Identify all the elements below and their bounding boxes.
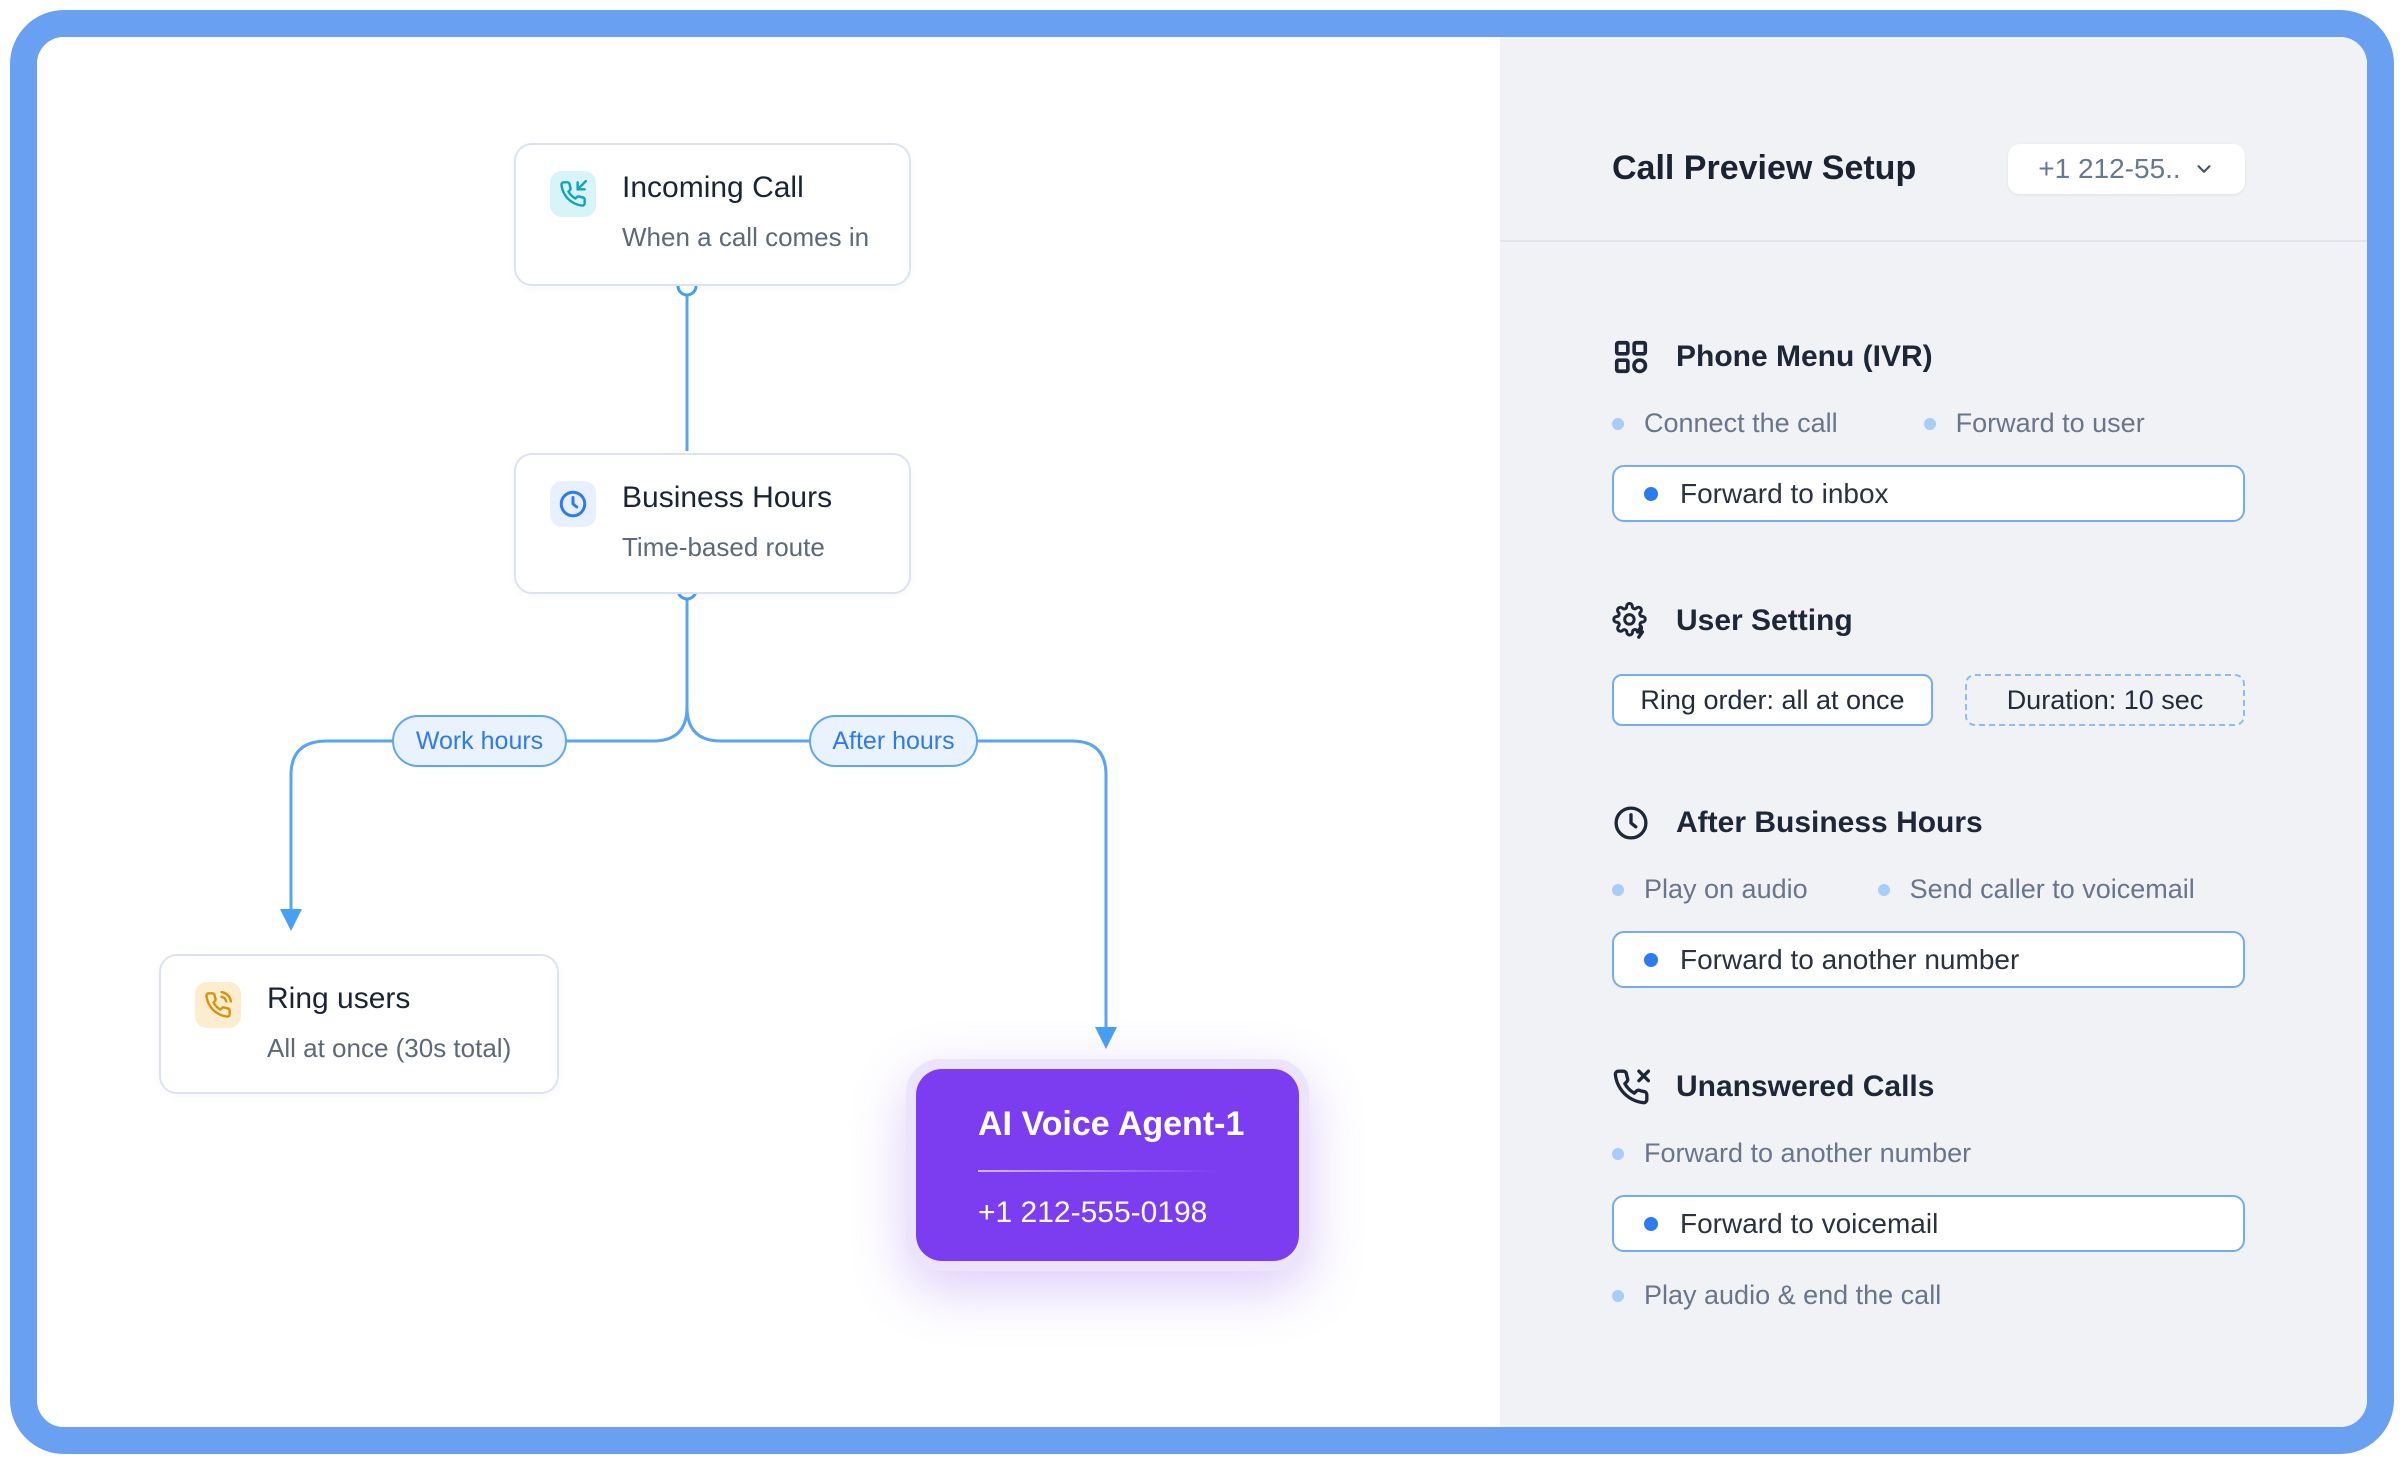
clock-icon <box>1614 806 1648 840</box>
phone-number-dropdown[interactable]: +1 212-55.. <box>2008 143 2245 194</box>
section-user-setting: User Setting Ring order: all at once Dur… <box>1612 602 2245 726</box>
bullet-icon <box>1612 1147 1624 1160</box>
chevron-down-icon <box>2197 164 2211 173</box>
clock-icon <box>550 481 596 527</box>
arrowhead-left-icon <box>280 909 302 931</box>
call-preview-panel: Call Preview Setup +1 212-55.. Phone Men… <box>1500 37 2367 1427</box>
node-subtitle: Time-based route <box>622 531 825 562</box>
section-phone-menu: Phone Menu (IVR) Connect the call Forwar… <box>1612 338 2245 522</box>
section-title-row: After Business Hours <box>1612 804 2245 842</box>
phone-x-icon <box>1613 1069 1650 1105</box>
selected-option-forward-to-inbox[interactable]: Forward to inbox <box>1612 465 2245 522</box>
phone-ring-icon <box>195 982 241 1028</box>
flow-canvas[interactable]: Incoming Call When a call comes in Busin… <box>37 37 1500 1427</box>
chip-duration[interactable]: Duration: 10 sec <box>1965 674 2245 726</box>
branch-label-work-hours: Work hours <box>392 715 567 767</box>
section-title: User Setting <box>1676 604 1853 637</box>
node-ring-users[interactable]: Ring users All at once (30s total) <box>159 954 559 1094</box>
dropdown-value: +1 212-55.. <box>2038 152 2181 184</box>
agent-title: AI Voice Agent-1 <box>978 1105 1245 1143</box>
bullet-icon <box>1612 883 1624 896</box>
node-subtitle: All at once (30s total) <box>267 1032 512 1063</box>
arrowhead-right-icon <box>1095 1027 1117 1049</box>
app-window: Incoming Call When a call comes in Busin… <box>10 10 2394 1454</box>
section-title: Unanswered Calls <box>1676 1070 1935 1103</box>
option-forward-to-user[interactable]: Forward to user <box>1923 408 2145 439</box>
panel-title: Call Preview Setup <box>1612 149 1917 187</box>
node-ai-voice-agent[interactable]: AI Voice Agent-1 +1 212-555-0198 <box>906 1059 1309 1271</box>
node-title: Incoming Call <box>622 171 804 204</box>
gear-bolt-icon <box>1612 602 1647 639</box>
option-play-on-audio[interactable]: Play on audio <box>1612 874 1808 905</box>
selected-bullet-icon <box>1644 486 1658 501</box>
branch-label-after-hours: After hours <box>809 715 978 767</box>
selected-bullet-icon <box>1644 952 1658 967</box>
section-unanswered-calls: Unanswered Calls Forward to another numb… <box>1612 1068 2245 1311</box>
node-business-hours[interactable]: Business Hours Time-based route <box>514 453 911 594</box>
node-title: Ring users <box>267 982 411 1015</box>
section-title-row: User Setting <box>1612 602 2245 640</box>
node-subtitle: When a call comes in <box>622 221 870 252</box>
bullet-icon <box>1612 417 1624 430</box>
agent-divider <box>978 1170 1218 1172</box>
selected-option-forward-to-voicemail[interactable]: Forward to voicemail <box>1612 1195 2245 1252</box>
panel-header: Call Preview Setup +1 212-55.. <box>1500 37 2367 242</box>
option-play-audio-end-call[interactable]: Play audio & end the call <box>1612 1280 2245 1311</box>
grid-icon <box>1614 340 1648 374</box>
option-send-caller-to-voicemail[interactable]: Send caller to voicemail <box>1877 874 2195 905</box>
selected-bullet-icon <box>1644 1216 1658 1231</box>
node-title: Business Hours <box>622 481 833 514</box>
phone-incoming-icon <box>550 171 596 217</box>
bullet-icon <box>1923 417 1936 430</box>
agent-phone-number: +1 212-555-0198 <box>978 1196 1208 1229</box>
option-forward-to-another-number[interactable]: Forward to another number <box>1612 1138 2245 1169</box>
option-connect-the-call[interactable]: Connect the call <box>1612 408 1838 439</box>
bullet-icon <box>1612 1289 1624 1302</box>
section-title: Phone Menu (IVR) <box>1676 340 1933 373</box>
section-title-row: Unanswered Calls <box>1612 1068 2245 1106</box>
chip-ring-order[interactable]: Ring order: all at once <box>1612 674 1933 726</box>
node-incoming-call[interactable]: Incoming Call When a call comes in <box>514 143 911 286</box>
selected-option-forward-to-another-number[interactable]: Forward to another number <box>1612 931 2245 988</box>
section-after-business-hours: After Business Hours Play on audio Send … <box>1612 804 2245 988</box>
bullet-icon <box>1877 883 1890 896</box>
section-title: After Business Hours <box>1676 806 1983 839</box>
section-title-row: Phone Menu (IVR) <box>1612 338 2245 376</box>
